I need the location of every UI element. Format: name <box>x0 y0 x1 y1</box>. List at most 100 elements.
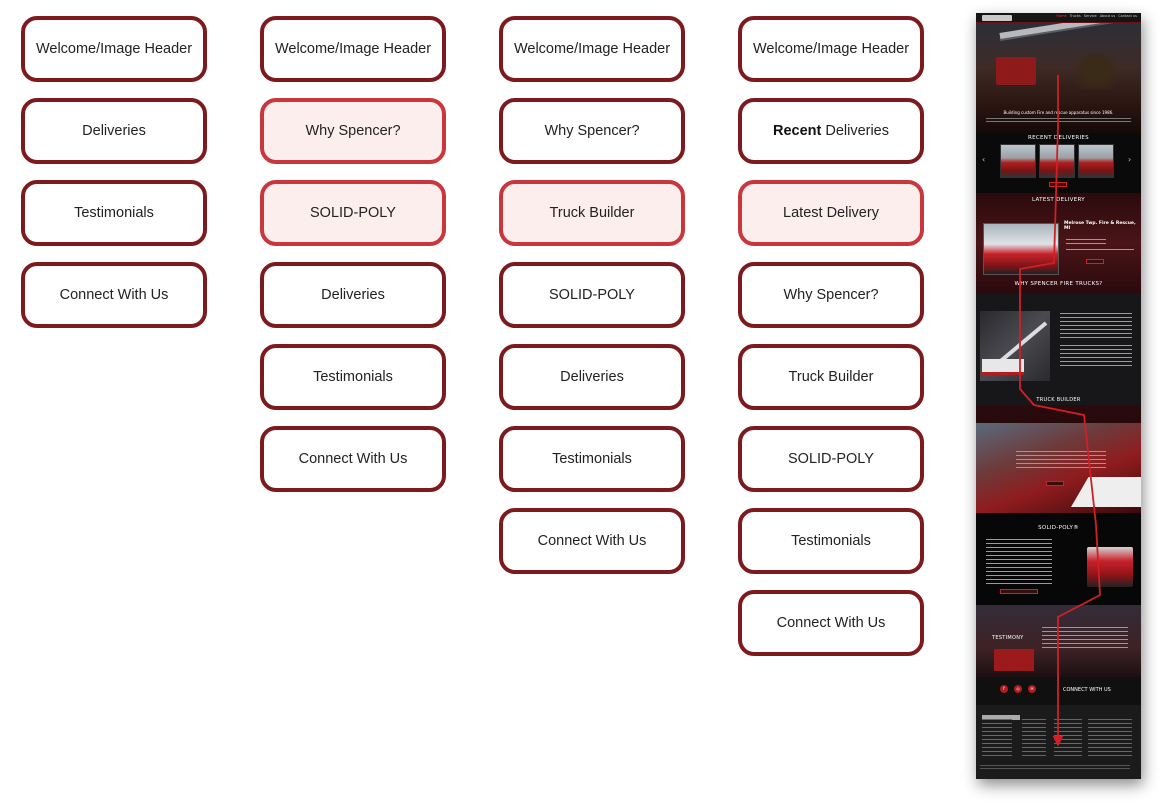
delivery-thumb[interactable] <box>1039 144 1075 178</box>
section-block-label: Welcome/Image Header <box>35 41 193 57</box>
latest-delivery-heading: Melrose Twp. Fire & Rescue, MI <box>1064 221 1136 231</box>
section-block: Testimonials <box>21 180 207 246</box>
section-block: SOLID-POLY <box>260 180 446 246</box>
section-block-label: Truck Builder <box>549 205 635 221</box>
section-block-label: Welcome/Image Header <box>274 41 432 57</box>
footer-column <box>1022 719 1046 759</box>
mockup-connect: f ◎ ✉ CONNECT WITH US <box>976 677 1141 705</box>
truck-builder-title: TRUCK BUILDER <box>1036 397 1081 403</box>
section-block-label: Deliveries <box>825 123 890 139</box>
nav-item[interactable]: About us <box>1099 14 1116 18</box>
logo <box>982 15 1012 21</box>
why-title: WHY SPENCER FIRE TRUCKS? <box>1014 281 1103 287</box>
section-block: Welcome/Image Header <box>21 16 207 82</box>
section-block-label: Why Spencer? <box>544 123 640 139</box>
section-block-label: Connect With Us <box>59 287 169 303</box>
section-block-label: SOLID-POLY <box>310 205 396 221</box>
footer-column <box>1088 719 1132 759</box>
why-truck-image <box>982 359 1024 375</box>
nav-item[interactable]: Trucks <box>1069 14 1081 18</box>
section-block: Connect With Us <box>21 262 207 328</box>
section-block: Testimonials <box>260 344 446 410</box>
section-block: Deliveries <box>499 344 685 410</box>
nav-item[interactable]: Home <box>1056 14 1067 18</box>
delivery-thumb[interactable] <box>1078 144 1114 178</box>
section-block: Connect With Us <box>499 508 685 574</box>
section-block: Welcome/Image Header <box>260 16 446 82</box>
mockup-recent-deliveries: RECENT DELIVERIES ‹ › <box>976 133 1141 193</box>
section-block: SOLID-POLY <box>738 426 924 492</box>
facebook-icon[interactable]: f <box>1000 685 1008 693</box>
section-block-label: Truck Builder <box>788 369 874 385</box>
build-button[interactable] <box>1046 481 1064 486</box>
learn-more-button[interactable] <box>1000 589 1038 594</box>
hero-truck-image <box>996 57 1036 85</box>
testimony-label: TESTIMONY <box>992 635 1024 641</box>
section-block: Connect With Us <box>738 590 924 656</box>
section-block-label: Testimonials <box>313 369 393 385</box>
section-block-label: Welcome/Image Header <box>513 41 671 57</box>
solid-poly-title: SOLID-POLY® <box>1038 525 1079 531</box>
nav-item[interactable]: Service <box>1083 14 1097 18</box>
view-all-button[interactable] <box>1049 182 1067 187</box>
next-arrow-icon[interactable]: › <box>1128 155 1132 164</box>
spec-text <box>1066 239 1106 245</box>
section-block: Deliveries <box>260 262 446 328</box>
section-block: Connect With Us <box>260 426 446 492</box>
section-block-label: Deliveries <box>560 369 624 385</box>
recent-deliveries-title: RECENT DELIVERIES <box>1028 135 1089 141</box>
hero-background <box>1066 53 1126 89</box>
mockup-solid-poly: SOLID-POLY® <box>976 513 1141 605</box>
footer-column <box>1054 719 1082 759</box>
hero-text: Building custom Fire and rescue apparatu… <box>1003 110 1114 115</box>
delivery-thumb[interactable] <box>1000 144 1036 178</box>
footer-column <box>982 719 1012 759</box>
solid-poly-text <box>986 539 1052 585</box>
section-block-prefix: Recent <box>772 123 822 139</box>
section-block-label: SOLID-POLY <box>788 451 874 467</box>
instagram-icon[interactable]: ◎ <box>1014 685 1022 693</box>
section-block: Why Spencer? <box>738 262 924 328</box>
section-block-label: Latest Delivery <box>783 205 879 221</box>
mockup-hero-section: Building custom Fire and rescue apparatu… <box>976 23 1141 133</box>
builder-text <box>1016 451 1106 469</box>
latest-delivery-image <box>983 223 1059 275</box>
section-block-label: Connect With Us <box>776 615 886 631</box>
section-block: Why Spencer? <box>260 98 446 164</box>
section-block-label: Welcome/Image Header <box>752 41 910 57</box>
section-block: Welcome/Image Header <box>738 16 924 82</box>
read-more-button[interactable] <box>1086 259 1104 264</box>
section-block: Deliveries <box>21 98 207 164</box>
footer-logo <box>982 715 1020 720</box>
section-block-label: Deliveries <box>321 287 385 303</box>
latest-delivery-title: LATEST DELIVERY <box>1032 197 1085 203</box>
spec-text <box>1066 249 1134 253</box>
section-block-label: Why Spencer? <box>305 123 401 139</box>
section-block: Testimonials <box>738 508 924 574</box>
section-block: Welcome/Image Header <box>499 16 685 82</box>
testimony-text <box>1042 627 1128 651</box>
mockup-testimonials: TESTIMONY <box>976 605 1141 677</box>
section-block-label: Testimonials <box>791 533 871 549</box>
solid-poly-truck-image <box>1087 547 1133 587</box>
section-block: Truck Builder <box>499 180 685 246</box>
mockup-latest-delivery: LATEST DELIVERY Melrose Twp. Fire & Resc… <box>976 193 1141 293</box>
why-text <box>1060 345 1132 369</box>
mockup-truck-builder <box>976 405 1141 513</box>
section-block-label: Testimonials <box>74 205 154 221</box>
prev-arrow-icon[interactable]: ‹ <box>982 155 986 164</box>
section-block-label: SOLID-POLY <box>549 287 635 303</box>
section-block-label: Connect With Us <box>298 451 408 467</box>
email-icon[interactable]: ✉ <box>1028 685 1036 693</box>
copyright-text <box>980 765 1130 769</box>
section-block-label: Why Spencer? <box>783 287 879 303</box>
nav-item[interactable]: Contact us <box>1118 14 1137 18</box>
mockup-why-spencer: TRUCK BUILDER <box>976 293 1141 405</box>
